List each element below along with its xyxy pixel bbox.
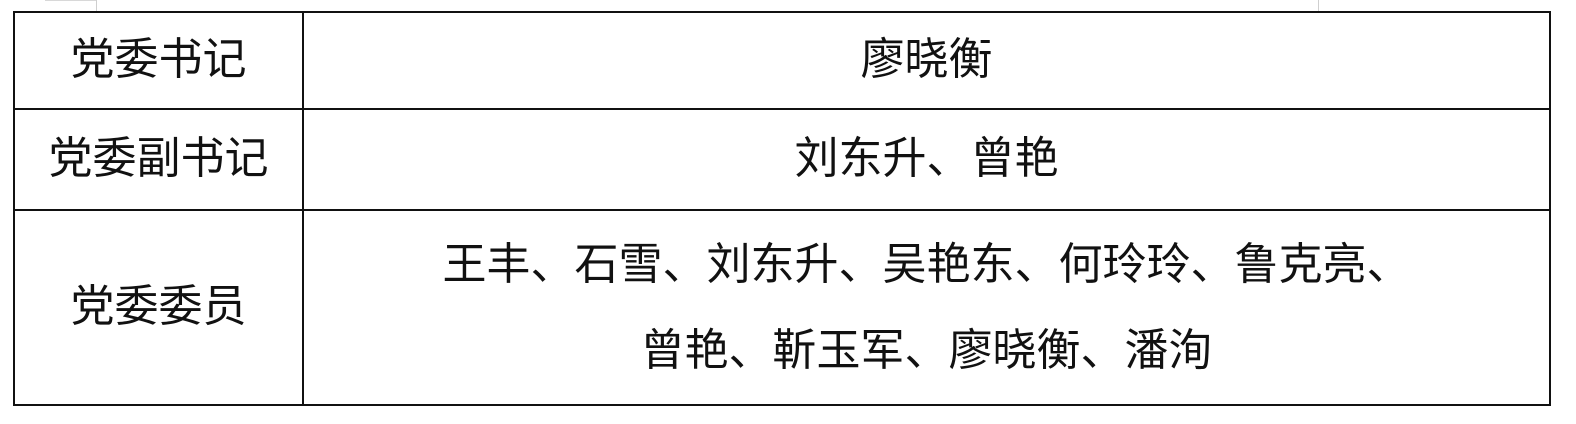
names-text: 廖晓衡 [860, 34, 993, 86]
names-text: 刘东升、曾艳 [794, 133, 1059, 185]
table-row: 党委书记 廖晓衡 [13, 11, 1551, 110]
names-line-2: 曾艳、靳玉军、廖晓衡、潘洵 [640, 324, 1213, 376]
ruler-guide-horizontal [45, 0, 97, 1]
table-row: 党委委员 王丰、石雪、刘东升、吴艳东、何玲玲、鲁克亮、 曾艳、靳玉军、廖晓衡、潘… [13, 209, 1551, 406]
ruler-guide-right [1318, 0, 1319, 11]
role-label: 党委副书记 [48, 133, 269, 185]
ruler-guide-left [96, 0, 97, 11]
role-cell: 党委委员 [13, 209, 304, 406]
names-line-1: 王丰、石雪、刘东升、吴艳东、何玲玲、鲁克亮、 [442, 238, 1411, 290]
names-cell: 王丰、石雪、刘东升、吴艳东、何玲玲、鲁克亮、 曾艳、靳玉军、廖晓衡、潘洵 [302, 209, 1551, 406]
names-cell: 刘东升、曾艳 [302, 108, 1551, 211]
names-block: 王丰、石雪、刘东升、吴艳东、何玲玲、鲁克亮、 曾艳、靳玉军、廖晓衡、潘洵 [304, 222, 1549, 394]
role-cell: 党委副书记 [13, 108, 304, 211]
names-cell: 廖晓衡 [302, 11, 1551, 110]
role-cell: 党委书记 [13, 11, 304, 110]
role-label: 党委书记 [70, 34, 247, 86]
table-row: 党委副书记 刘东升、曾艳 [13, 108, 1551, 211]
role-label: 党委委员 [70, 281, 247, 333]
committee-roster-table: 党委书记 廖晓衡 党委副书记 刘东升、曾艳 党委委员 王丰、石雪、刘东升、吴艳东… [13, 11, 1551, 406]
